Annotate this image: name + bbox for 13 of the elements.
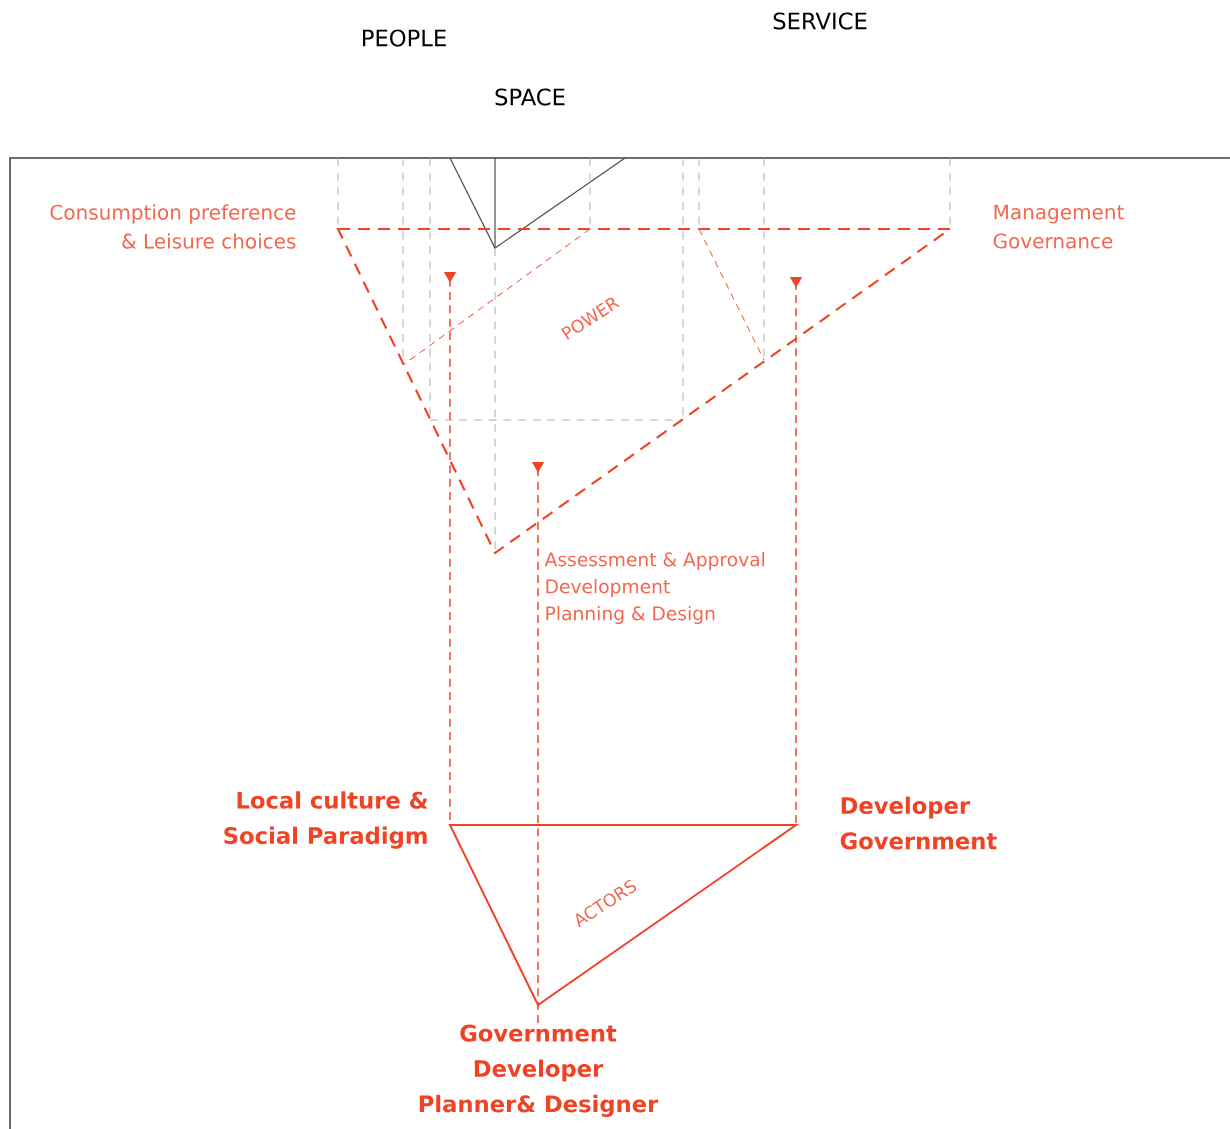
actor-label: Developer Government (840, 796, 997, 850)
title-label: SPACE (495, 88, 565, 106)
note-text: Governance (993, 233, 1113, 249)
note-text: Assessment & Approval (544, 552, 765, 571)
note-text: Management (994, 204, 1124, 224)
note-text: & Leisure choices (122, 233, 296, 249)
title-label: SERVICE (773, 12, 867, 30)
actor-label: Government Developer Planner& Designer (419, 1024, 659, 1117)
note-text: Consumption preference (50, 204, 296, 224)
note-text: Planning & Design (546, 606, 715, 625)
title-label: PEOPLE (363, 29, 446, 47)
actor-label: Local culture & Social Paradigm (224, 791, 428, 849)
note-text: Development (546, 579, 670, 598)
